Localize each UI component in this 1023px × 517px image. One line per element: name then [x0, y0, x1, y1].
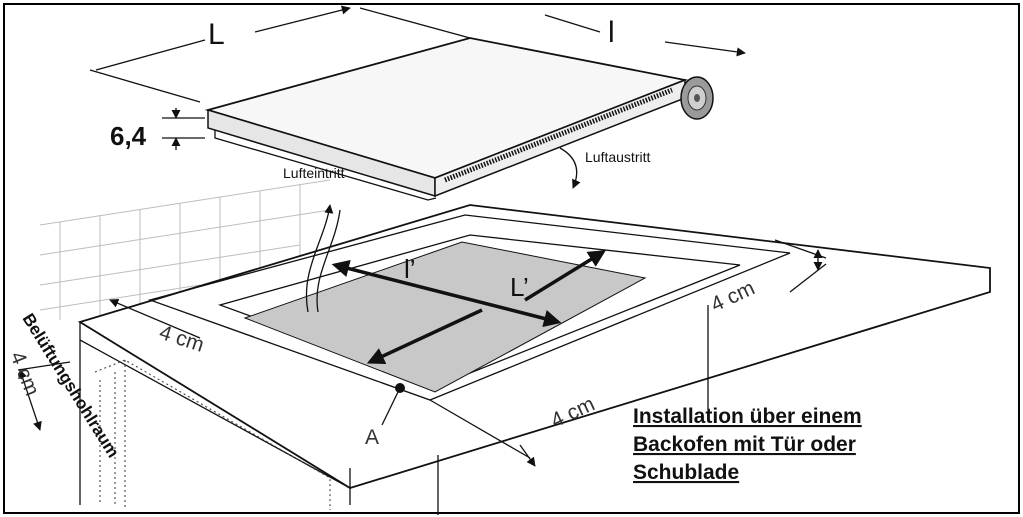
label-width: l — [608, 16, 615, 49]
air-outlet-arrow — [559, 147, 581, 189]
hob — [204, 37, 714, 201]
dim-hob-width — [359, 7, 746, 57]
dim-gap-left — [109, 298, 201, 339]
label-length: L — [208, 18, 225, 51]
dim-hob-length — [89, 5, 351, 103]
label-height: 6,4 — [110, 121, 147, 151]
air-inlet-arrow — [305, 204, 334, 313]
label-gap-vent: 4 cm — [5, 348, 43, 399]
label-cutout-width: l’ — [404, 254, 416, 284]
installation-note: Installation über einem Backofen mit Tür… — [633, 405, 862, 484]
dim-gap-back — [774, 239, 827, 293]
frame-border — [3, 3, 1020, 514]
installation-note-line2: Backofen mit Tür oder — [633, 433, 856, 456]
cabinet — [79, 340, 439, 515]
label-point-a: A — [365, 426, 379, 449]
point-a-marker — [395, 383, 405, 393]
label-air-inlet: Lufteintritt — [283, 165, 345, 181]
dim-hob-height — [162, 108, 205, 150]
label-air-outlet: Luftaustritt — [585, 149, 650, 165]
wall-tiles — [39, 179, 331, 320]
installation-note-line3: Schublade — [633, 461, 739, 484]
dim-gap-front — [429, 305, 709, 467]
dim-gap-vent — [17, 361, 71, 431]
arrow-cutout-width — [331, 259, 562, 328]
arrow-cutout-length — [366, 308, 483, 365]
label-cutout-length: L’ — [510, 272, 529, 302]
arrow-cutout-length-2 — [524, 250, 606, 302]
installation-note-line1: Installation über einem — [633, 405, 862, 428]
